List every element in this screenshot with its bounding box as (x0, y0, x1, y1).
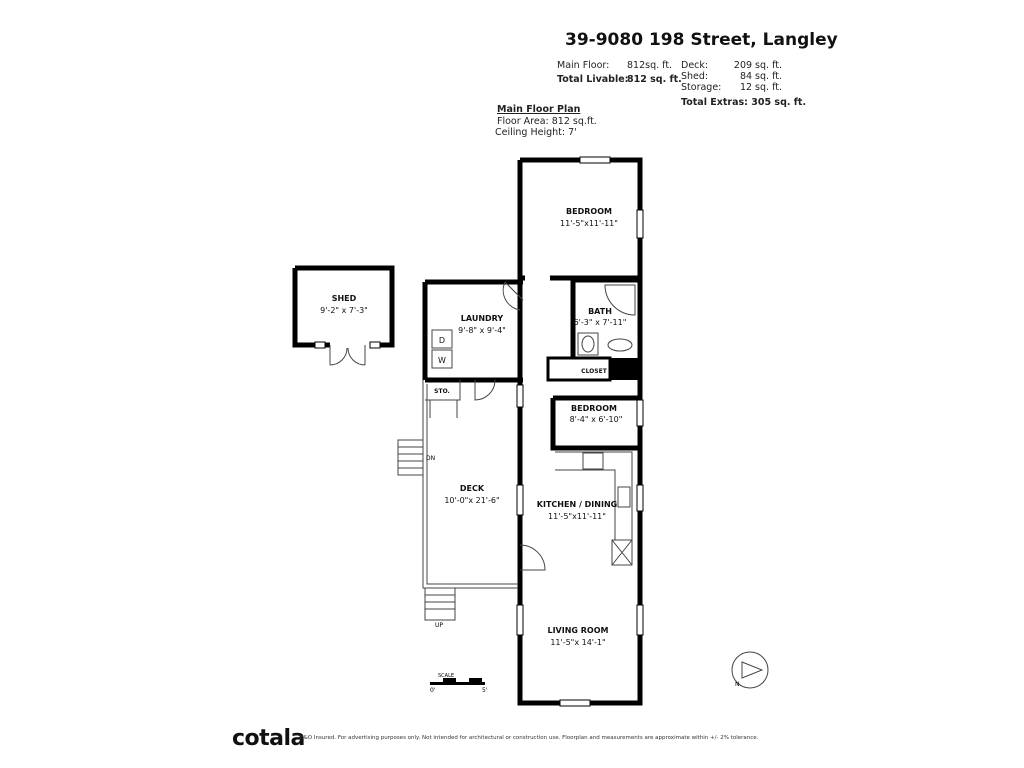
floor-area: Floor Area: 812 sq.ft. (497, 116, 597, 127)
washer-label: W (438, 356, 446, 365)
shed-dims: 9'-2" x 7'-3" (320, 306, 368, 315)
fixtures-and-deck (329, 281, 769, 689)
bath-dims: 6'-3" x 7'-11" (574, 318, 627, 327)
living-name: LIVING ROOM (547, 626, 608, 635)
bath-name: BATH (588, 307, 612, 316)
disclaimer: E&O Insured. For advertising purposes on… (300, 735, 759, 741)
kitchen-dims: 11'-5"x11'-11" (548, 512, 606, 521)
scale-bar (430, 678, 485, 685)
main-floor-value: 812sq. ft. (627, 60, 673, 71)
dryer-label: D (439, 336, 445, 345)
total-livable-label: Total Livable: (557, 74, 629, 85)
deck-name: DECK (460, 484, 485, 493)
ceiling-height: Ceiling Height: 7' (495, 127, 577, 138)
closet-wall (546, 356, 612, 382)
shed-label: Shed: (681, 71, 709, 82)
total-extras: Total Extras: 305 sq. ft. (681, 97, 807, 108)
plan-title: Main Floor Plan (497, 104, 581, 115)
main-floor-label: Main Floor: (557, 60, 610, 71)
shed-value: 84 sq. ft. (739, 71, 782, 82)
bedroom1-dims: 11'-5"x11'-11" (560, 219, 618, 228)
storage-label: Storage: (681, 82, 722, 93)
compass-north: N (735, 681, 740, 688)
deck-dims: 10'-0"x 21'-6" (444, 496, 499, 505)
shed-name: SHED (332, 294, 357, 303)
scale-min: 0' (430, 687, 436, 694)
stairs-down-label: DN (426, 455, 435, 462)
cotala-logo: cotala (232, 726, 305, 751)
deck-value: 209 sq. ft. (733, 60, 782, 71)
storage-value: 12 sq. ft. (739, 82, 782, 93)
laundry-name: LAUNDRY (461, 314, 504, 323)
compass-icon (731, 651, 769, 689)
total-livable-value: 812 sq. ft. (627, 74, 682, 85)
stairs-up-label: UP (435, 622, 443, 629)
kitchen-name: KITCHEN / DINING (537, 500, 617, 509)
storage-name: STO. (434, 388, 450, 395)
bedroom2-name: BEDROOM (571, 404, 617, 413)
property-address: 39-9080 198 Street, Langley (565, 30, 838, 50)
closet-name: CLOSET (581, 368, 608, 375)
closet-fill (610, 358, 640, 380)
bedroom1-name: BEDROOM (566, 207, 612, 216)
laundry-dims: 9'-8" x 9'-4" (458, 326, 506, 335)
deck-label: Deck: (681, 60, 709, 71)
scale-label: SCALE (438, 673, 454, 679)
living-dims: 11'-5"x 14'-1" (550, 638, 605, 647)
walls (292, 157, 643, 706)
bedroom2-dims: 8'-4" x 6'-10" (570, 415, 623, 424)
scale-max: 5' (482, 687, 488, 694)
windows (314, 156, 644, 707)
